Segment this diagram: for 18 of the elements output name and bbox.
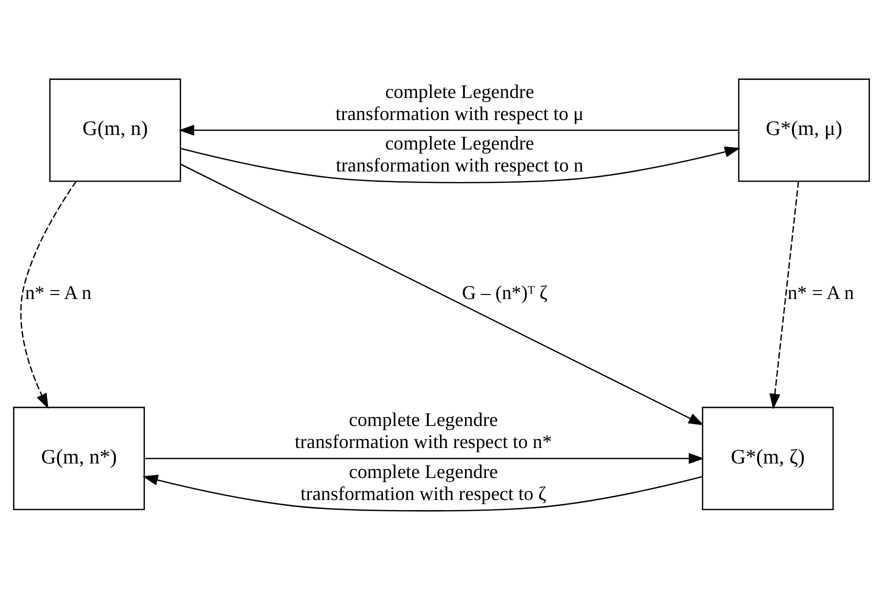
arrow: [178, 124, 739, 136]
edge-label: complete Legendre transformation with respect to ζ: [300, 462, 546, 505]
arrow: [144, 453, 704, 464]
edge-label: complete Legendre transformation with respect to n*: [294, 410, 552, 454]
arrow: [769, 181, 800, 410]
node-box: G*(m, ζ): [702, 406, 834, 510]
edge-label: complete Legendre transformation with respect to n: [336, 134, 584, 177]
arrow: [142, 474, 703, 512]
arrow: [180, 164, 704, 426]
arrow: [20, 181, 77, 410]
edge-label: n* = A n: [25, 282, 92, 304]
arrow: [180, 146, 740, 184]
node-box: G(m, n): [49, 78, 182, 182]
edge-label: n* = A n: [788, 282, 854, 304]
edge-label: G – (n*)ᵀ ζ: [462, 282, 548, 304]
edge-label: complete Legendre transformation with respect to μ: [335, 82, 584, 125]
node-box: G*(m, μ): [738, 78, 870, 182]
node-box: G(m, n*): [13, 406, 145, 510]
